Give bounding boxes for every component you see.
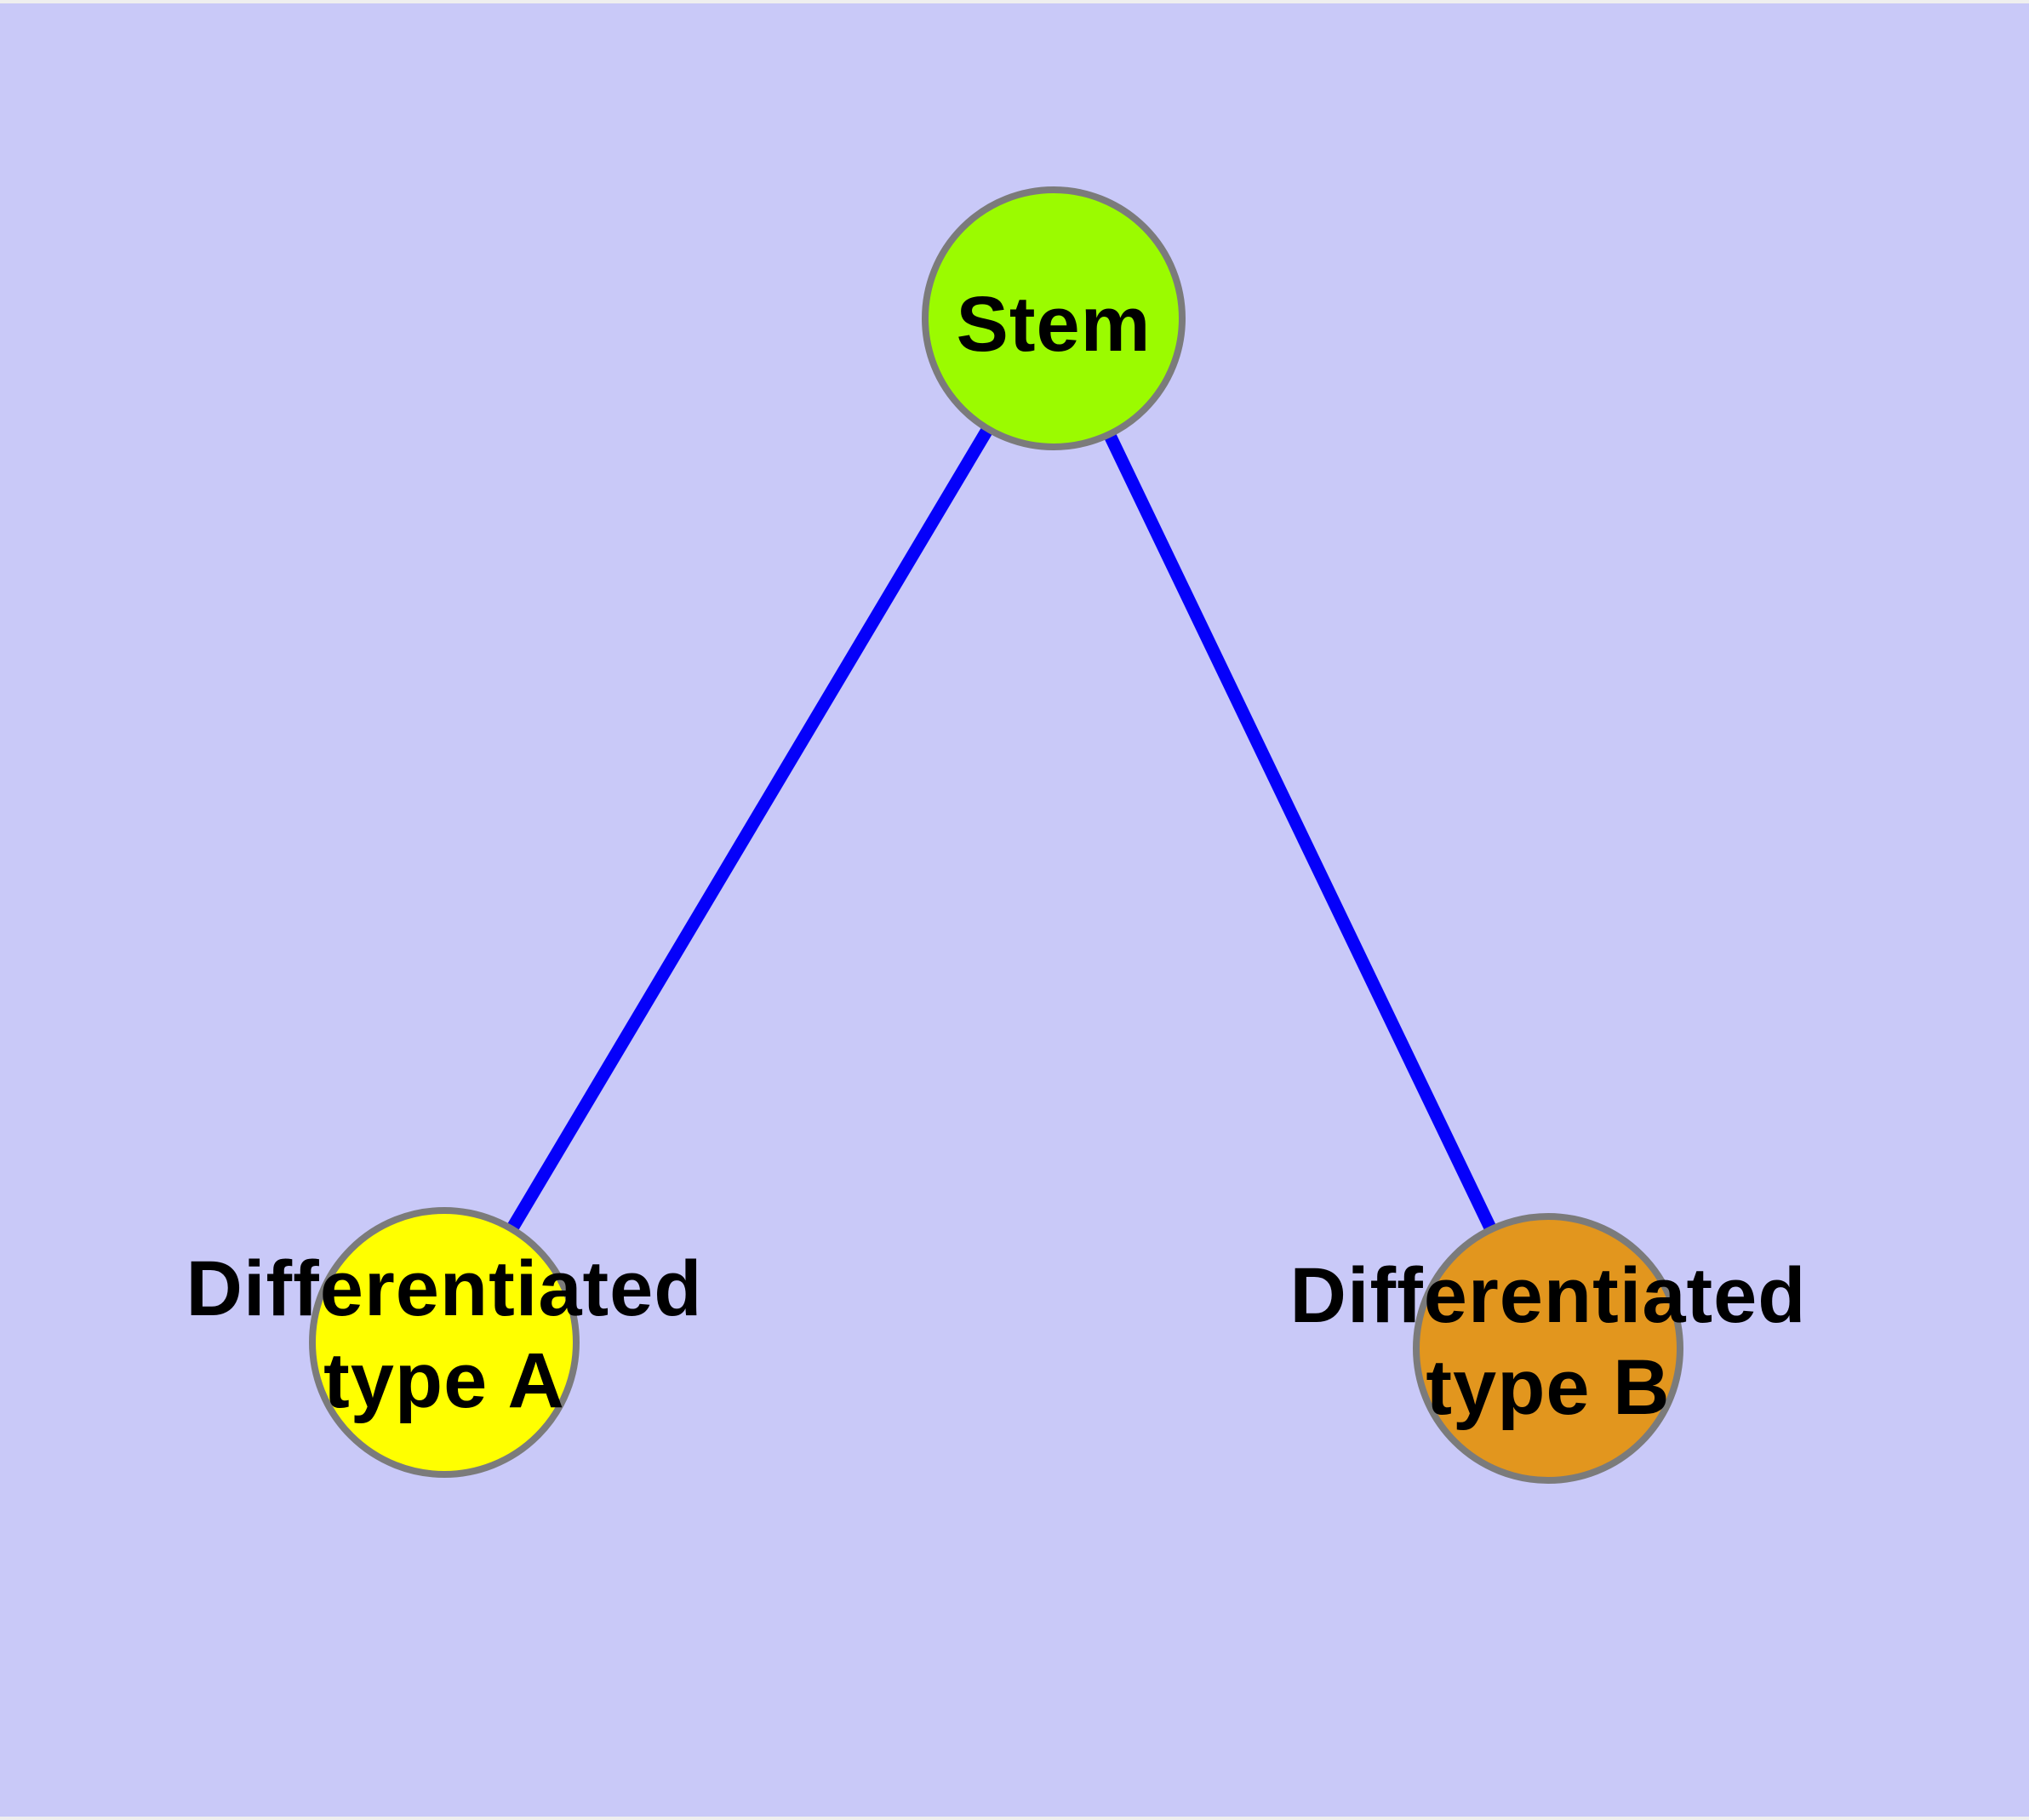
type-a-node-label-line1: Differentiated xyxy=(186,1245,703,1332)
stem-node-circle xyxy=(922,186,1186,450)
type-b-node-circle xyxy=(1413,1213,1683,1484)
type-a-node-label-line2: type A xyxy=(323,1337,565,1424)
stem-node: Stem xyxy=(922,186,1186,450)
type-a-node-circle xyxy=(309,1207,580,1478)
stem-node-label: Stem xyxy=(957,281,1152,368)
type-b-node-label-line1: Differentiated xyxy=(1290,1252,1807,1339)
type-b-node-label-line2: type B xyxy=(1426,1344,1670,1431)
type-b-node: Differentiated type B xyxy=(1290,1213,1807,1484)
edge-stem-to-type-a xyxy=(438,315,1060,1346)
edge-stem-to-type-b xyxy=(1048,315,1554,1352)
type-a-node: Differentiated type A xyxy=(186,1207,703,1478)
